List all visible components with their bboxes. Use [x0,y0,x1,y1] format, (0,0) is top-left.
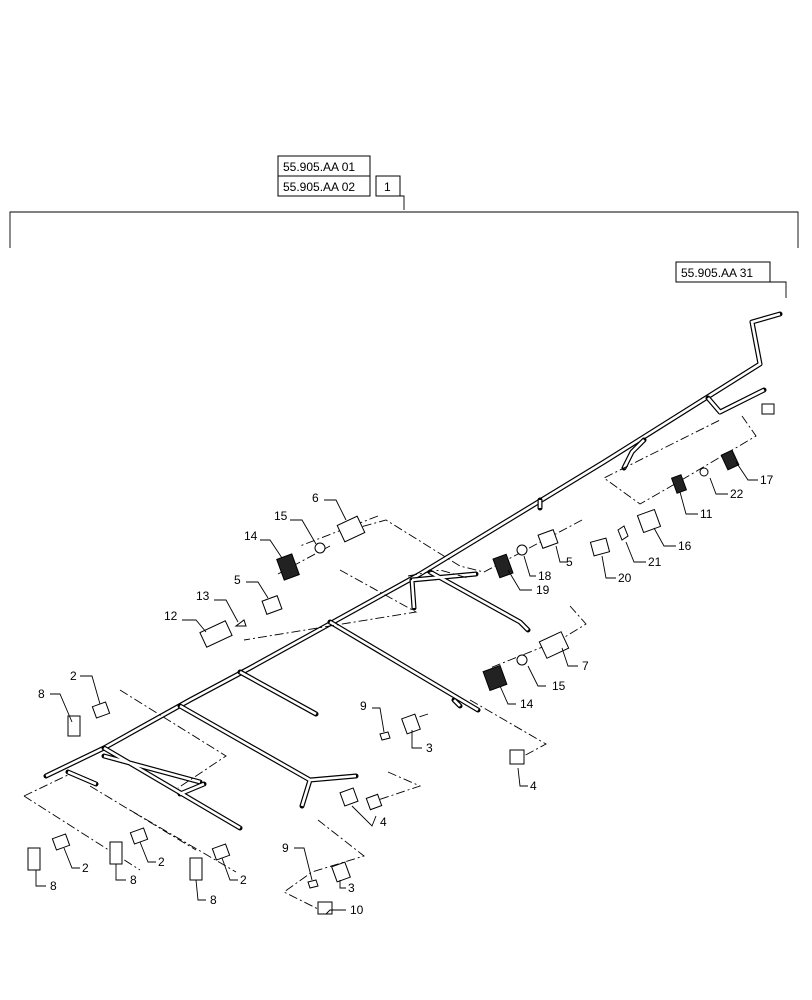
ref-box-55905aa01[interactable]: 55.905.AA 01 [277,155,371,177]
ref-label: 55.905.AA 01 [283,160,355,174]
callout-16[interactable]: 16 [678,539,692,553]
callout-20[interactable]: 20 [618,571,632,585]
callout-2[interactable]: 2 [82,861,89,875]
connector-12 [199,620,233,648]
terminal-9a [379,731,391,741]
bracket-8a [67,715,81,737]
connector-17-end [761,403,775,415]
harness-main-trunk [43,311,783,831]
seal-13 [234,619,247,627]
connector-guide-lines [23,415,757,915]
callout-15[interactable]: 15 [274,509,288,523]
item-leader [400,195,405,210]
callout-18[interactable]: 18 [538,569,552,583]
clip-10 [317,901,333,915]
callout-6[interactable]: 6 [312,491,319,505]
seal-15a [314,542,326,554]
callout-19[interactable]: 19 [536,583,550,597]
callout-22[interactable]: 22 [730,487,744,501]
connector-parts [27,403,775,915]
connector-19 [492,553,514,579]
clip-2a [91,701,111,719]
item-box-1[interactable]: 1 [375,175,401,197]
connector-3b [331,861,351,883]
connector-3a [401,713,421,735]
callout-9[interactable]: 9 [282,841,289,855]
clip-2c [129,827,149,845]
connector-14b [482,664,508,692]
connector-14a [276,553,300,581]
callout-8[interactable]: 8 [210,893,217,907]
callout-7[interactable]: 7 [582,659,589,673]
connector-17 [720,449,740,471]
callout-15[interactable]: 15 [552,679,566,693]
connector-7 [538,631,570,659]
connector-16 [636,508,662,534]
callout-2[interactable]: 2 [240,873,247,887]
callout-8[interactable]: 8 [130,873,137,887]
callout-3[interactable]: 3 [348,881,355,895]
clip-4c [365,793,383,811]
connector-5a [261,595,283,615]
callout-4[interactable]: 4 [530,779,537,793]
connector-6 [336,515,366,543]
callout-2[interactable]: 2 [70,669,77,683]
clip-2d [211,843,231,861]
connector-5b [537,529,559,549]
callout-leaders [35,461,758,915]
callout-14[interactable]: 14 [244,529,258,543]
seal-21 [617,525,629,541]
callout-11[interactable]: 11 [700,507,713,521]
callout-numbers: 17 22 11 16 21 20 6 15 14 5 13 12 18 19 … [38,473,774,917]
callout-8[interactable]: 8 [38,687,45,701]
callout-12[interactable]: 12 [164,609,178,623]
callout-8[interactable]: 8 [50,879,57,893]
callout-14[interactable]: 14 [520,697,534,711]
item-number: 1 [384,180,391,194]
terminal-9b [307,879,319,889]
connector-11 [670,474,688,494]
callout-13[interactable]: 13 [196,589,210,603]
seal-15b [516,654,528,666]
assembly-bracket [9,211,799,248]
callout-4[interactable]: 4 [380,815,387,829]
clip-4b [339,787,359,807]
callout-5[interactable]: 5 [566,555,573,569]
bracket-8d [189,857,203,881]
bracket-8b [27,847,41,871]
seal-18 [516,544,528,556]
callout-21[interactable]: 21 [648,555,662,569]
callout-5[interactable]: 5 [234,573,241,587]
clip-2b [51,833,71,851]
clip-4a [509,749,525,765]
callout-9[interactable]: 9 [360,699,367,713]
ref-box-55905aa02[interactable]: 55.905.AA 02 [277,175,371,197]
ref-label: 55.905.AA 02 [283,180,355,194]
seal-22 [699,467,709,477]
ref-leader [770,281,787,298]
ref-box-55905aa31[interactable]: 55.905.AA 31 [675,261,771,283]
callout-17[interactable]: 17 [760,473,774,487]
callout-3[interactable]: 3 [426,741,433,755]
bracket-8c [109,841,123,865]
callout-2[interactable]: 2 [158,855,165,869]
connector-20 [589,537,611,557]
ref-label: 55.905.AA 31 [681,266,753,280]
callout-10[interactable]: 10 [350,903,364,917]
